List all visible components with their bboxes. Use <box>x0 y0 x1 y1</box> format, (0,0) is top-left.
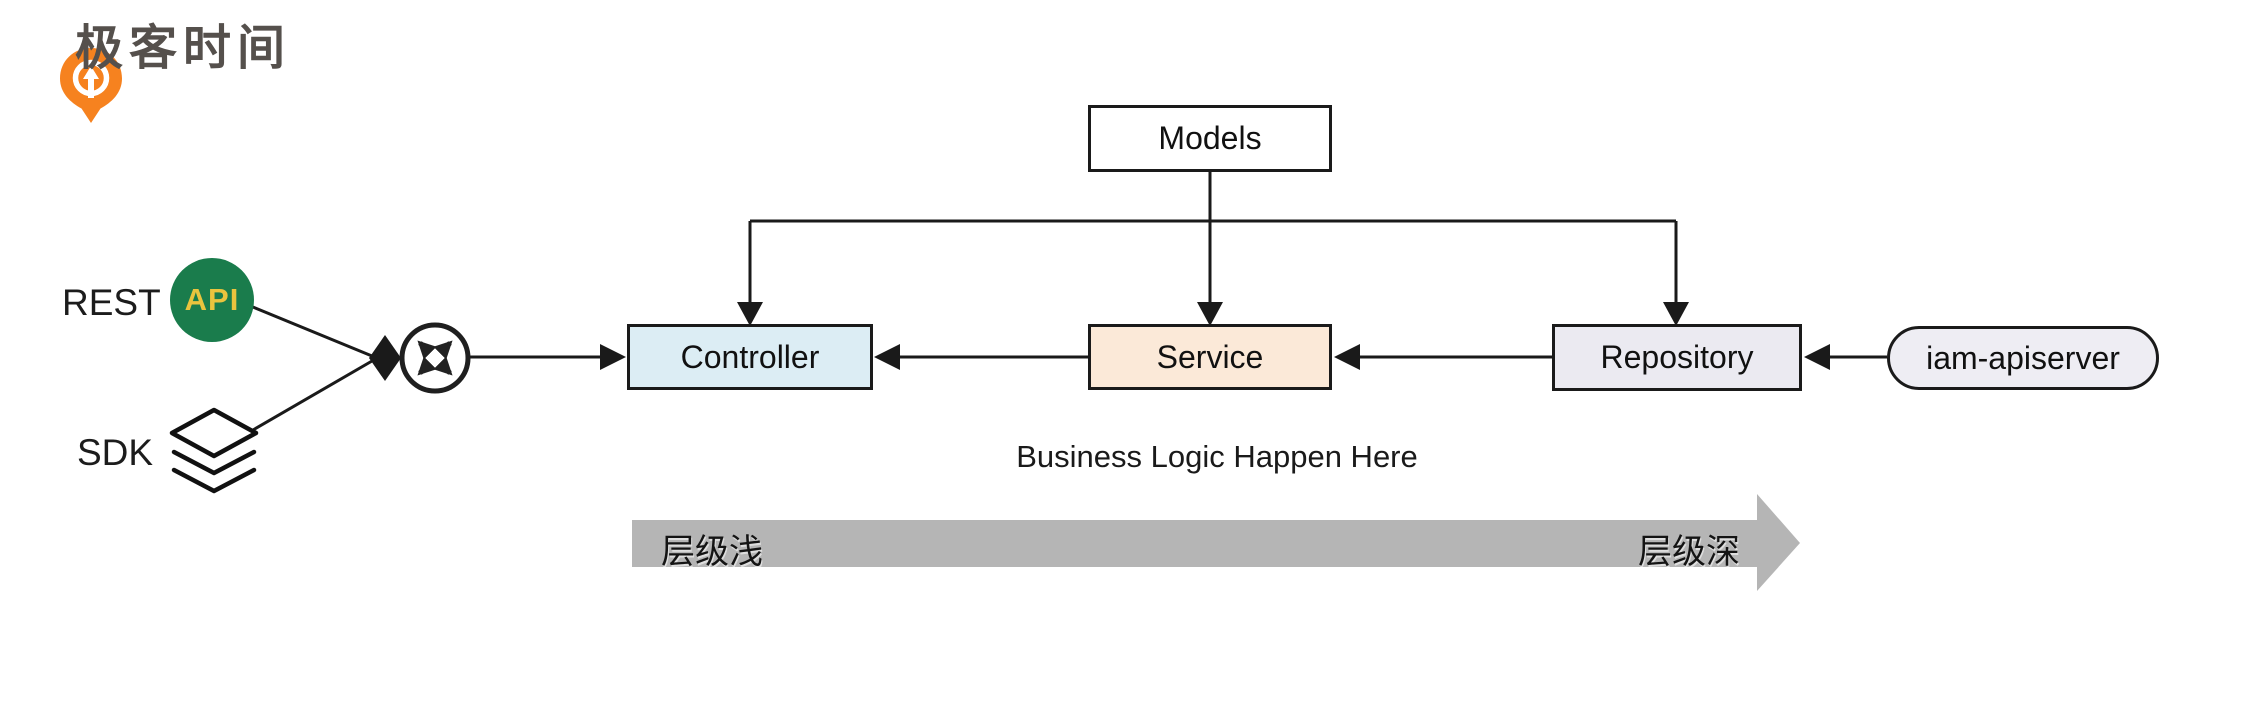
brand-logo <box>58 46 124 126</box>
edge-repository-to-service <box>1334 344 1552 370</box>
node-controller: Controller <box>627 324 873 390</box>
depth-axis-arrow <box>632 494 1800 591</box>
node-controller-label: Controller <box>680 338 820 375</box>
edge-clients-to-dispatcher <box>247 303 401 432</box>
depth-axis-right-label: 层级深 <box>1638 533 1740 571</box>
api-badge-text: API <box>184 282 240 317</box>
node-iam-apiserver: iam-apiserver <box>1887 326 2159 390</box>
four-way-arrows-icon <box>399 322 471 394</box>
arrowhead-into-service-top <box>1197 302 1223 326</box>
edge-service-to-controller <box>874 344 1088 370</box>
rest-label: REST <box>62 282 161 323</box>
junction-arrow <box>369 335 401 381</box>
node-iam-apiserver-label: iam-apiserver <box>1926 339 2120 376</box>
edge-iamapiserver-to-repository <box>1804 344 1887 370</box>
layers-icon <box>169 407 259 494</box>
node-models: Models <box>1088 105 1332 172</box>
node-service: Service <box>1088 324 1332 390</box>
brand-name: 极客时间 <box>75 22 292 75</box>
node-repository-label: Repository <box>1600 339 1754 375</box>
edge-dispatcher-to-controller <box>469 344 626 370</box>
depth-axis-left-label: 层级浅 <box>661 533 763 571</box>
business-logic-caption: Business Logic Happen Here <box>1016 439 1418 474</box>
node-service-label: Service <box>1156 338 1264 375</box>
geektime-pin-icon <box>60 48 122 123</box>
node-repository: Repository <box>1552 324 1802 391</box>
arrowhead-into-repository-top <box>1663 302 1689 326</box>
sdk-label: SDK <box>77 432 154 473</box>
edge-models-fanout <box>737 172 1689 326</box>
api-badge: API <box>170 258 254 342</box>
arrowhead-into-controller-top <box>737 302 763 326</box>
node-models-label: Models <box>1158 120 1262 156</box>
